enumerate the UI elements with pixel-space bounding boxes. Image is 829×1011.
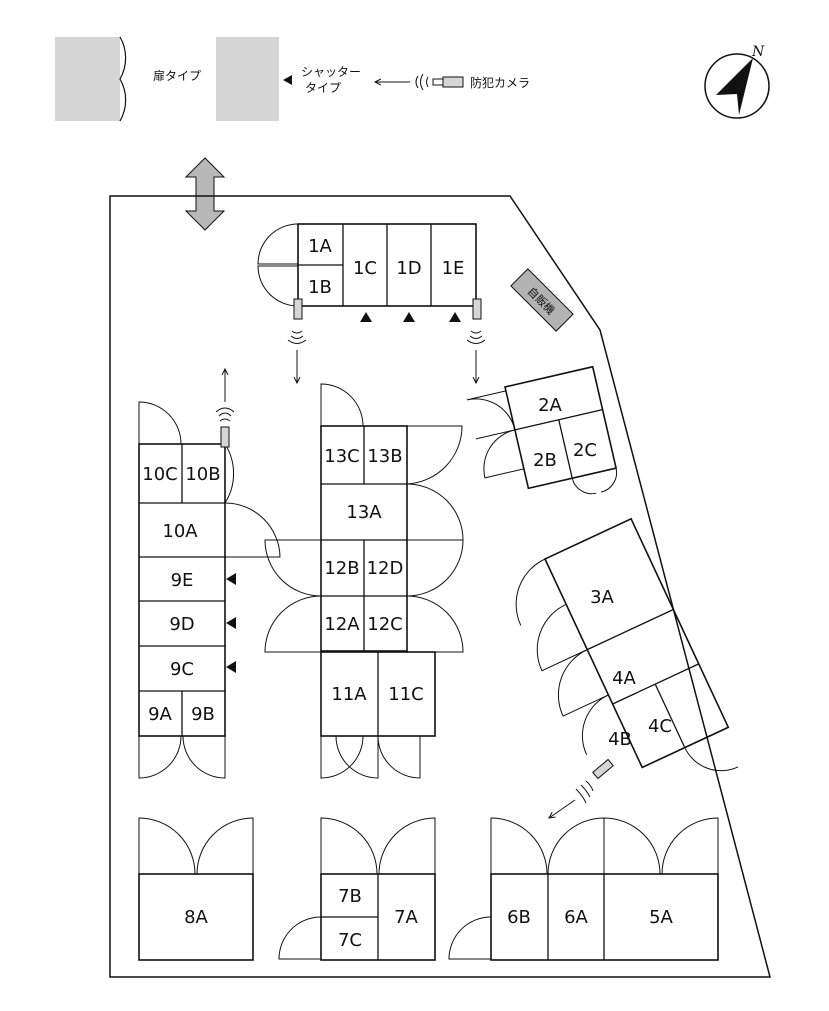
unit-7A[interactable]: 7A bbox=[394, 907, 418, 928]
unit-9B[interactable]: 9B bbox=[191, 704, 215, 725]
camera-icon bbox=[215, 369, 235, 448]
unit-10C[interactable]: 10C bbox=[142, 464, 177, 485]
unit-2C[interactable]: 2C bbox=[573, 440, 597, 461]
unit-12B[interactable]: 12B bbox=[324, 558, 359, 579]
unit-9D[interactable]: 9D bbox=[169, 614, 194, 635]
unit-12A[interactable]: 12A bbox=[324, 614, 360, 635]
block-3-4 bbox=[515, 517, 739, 772]
camera-icon bbox=[287, 298, 307, 383]
unit-12D[interactable]: 12D bbox=[367, 558, 404, 579]
unit-4B[interactable]: 4B bbox=[608, 729, 632, 750]
block-5-6 bbox=[448, 817, 719, 961]
unit-6B[interactable]: 6B bbox=[507, 907, 531, 928]
shutter-icon bbox=[449, 312, 461, 322]
unit-13B[interactable]: 13B bbox=[367, 446, 402, 467]
legend-camera-icon bbox=[375, 73, 464, 91]
unit-1B[interactable]: 1B bbox=[308, 277, 332, 298]
unit-13C[interactable]: 13C bbox=[324, 446, 359, 467]
block-2 bbox=[466, 365, 618, 495]
unit-9E[interactable]: 9E bbox=[171, 570, 194, 591]
unit-7C[interactable]: 7C bbox=[338, 930, 362, 951]
unit-1E[interactable]: 1E bbox=[442, 258, 465, 279]
legend-shutter-label-1: シャッター bbox=[301, 65, 361, 79]
camera-icon bbox=[466, 298, 486, 383]
shutter-icon bbox=[226, 573, 236, 585]
unit-4C[interactable]: 4C bbox=[648, 716, 672, 737]
unit-11C[interactable]: 11C bbox=[388, 684, 423, 705]
entrance-arrow-icon bbox=[184, 157, 226, 231]
shutter-icon bbox=[403, 312, 415, 322]
unit-7B[interactable]: 7B bbox=[338, 886, 362, 907]
shutter-icon bbox=[360, 312, 372, 322]
unit-2A[interactable]: 2A bbox=[538, 395, 562, 416]
shutter-icon bbox=[226, 617, 236, 629]
shutter-icon bbox=[226, 661, 236, 673]
unit-13A[interactable]: 13A bbox=[346, 502, 382, 523]
legend-door-label: 扉タイプ bbox=[153, 69, 201, 83]
legend-shutter-triangle-icon bbox=[283, 75, 292, 85]
block-8 bbox=[138, 817, 254, 961]
legend-door-swatch bbox=[55, 37, 120, 121]
block-1 bbox=[257, 223, 477, 322]
unit-11A[interactable]: 11A bbox=[331, 684, 367, 705]
unit-6A[interactable]: 6A bbox=[564, 907, 588, 928]
unit-9C[interactable]: 9C bbox=[170, 659, 194, 680]
unit-5A[interactable]: 5A bbox=[649, 907, 673, 928]
unit-10A[interactable]: 10A bbox=[162, 521, 198, 542]
compass-icon: N bbox=[704, 44, 770, 119]
site-boundary bbox=[109, 195, 771, 978]
legend-door-swing bbox=[119, 36, 127, 122]
unit-10B[interactable]: 10B bbox=[185, 464, 220, 485]
legend-shutter-swatch bbox=[216, 37, 279, 121]
legend-camera-label: 防犯カメラ bbox=[470, 75, 530, 90]
compass-north-label: N bbox=[751, 44, 765, 60]
unit-1A[interactable]: 1A bbox=[308, 236, 332, 257]
unit-4A[interactable]: 4A bbox=[612, 668, 636, 689]
block-11-12-13 bbox=[264, 383, 464, 779]
unit-1C[interactable]: 1C bbox=[353, 258, 377, 279]
legend: 扉タイプ シャッター タイプ 防犯カメラ bbox=[55, 36, 530, 122]
unit-9A[interactable]: 9A bbox=[148, 704, 172, 725]
legend-shutter-label-2: タイプ bbox=[305, 81, 341, 95]
block-7 bbox=[278, 817, 436, 961]
vending-machine: 自販機 bbox=[510, 268, 574, 332]
unit-12C[interactable]: 12C bbox=[367, 614, 402, 635]
unit-8A[interactable]: 8A bbox=[184, 907, 208, 928]
camera-icon bbox=[549, 758, 614, 818]
unit-1D[interactable]: 1D bbox=[396, 258, 421, 279]
unit-2B[interactable]: 2B bbox=[533, 450, 557, 471]
block-9-10 bbox=[138, 401, 281, 779]
unit-3A[interactable]: 3A bbox=[590, 587, 614, 608]
